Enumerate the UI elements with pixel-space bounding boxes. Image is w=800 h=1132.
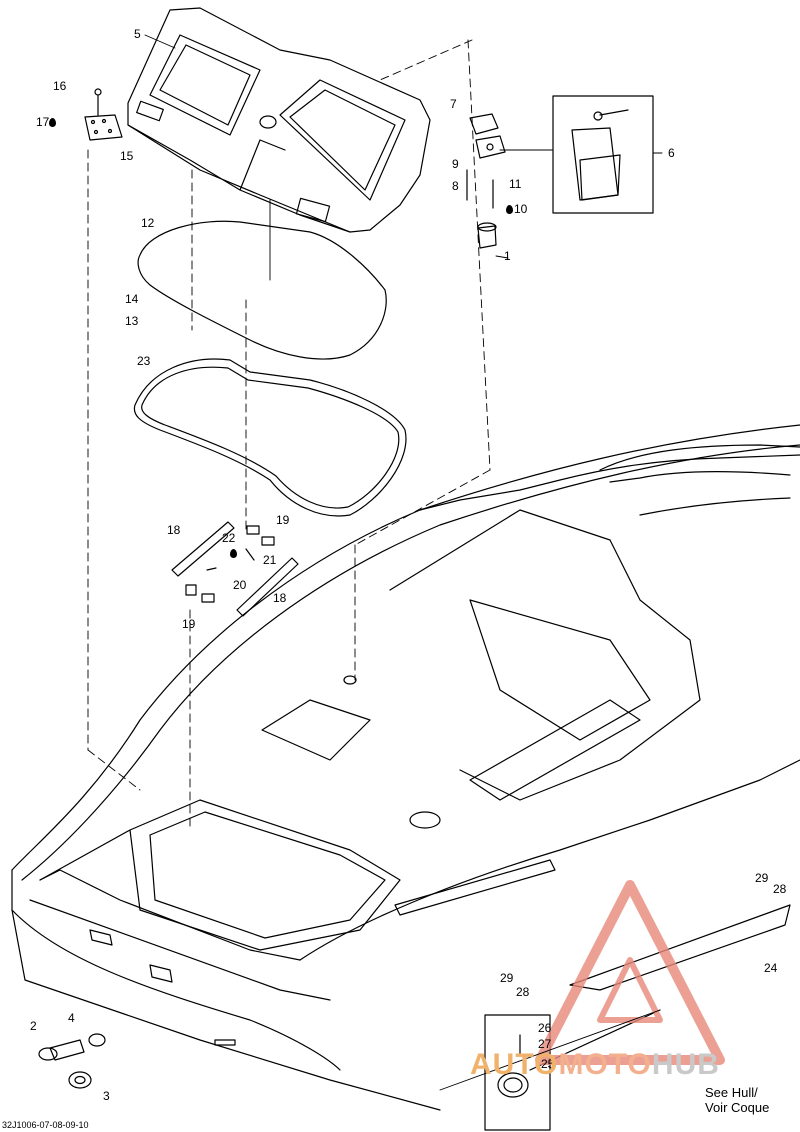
callout-15: 15 (120, 149, 134, 163)
callout-18-upper: 18 (167, 523, 181, 537)
callout-29-left: 29 (500, 971, 514, 985)
callout-13: 13 (125, 314, 139, 328)
callout-6: 6 (668, 146, 675, 160)
see-hull-note: See Hull/ Voir Coque (705, 1085, 769, 1115)
callout-24: 24 (764, 961, 778, 975)
gasket-part (133, 358, 407, 517)
callout-19-upper: 19 (276, 513, 290, 527)
see-hull-line1: See Hull/ (705, 1085, 758, 1100)
callout-8: 8 (452, 179, 459, 193)
callout-22-label: 22 (222, 531, 236, 545)
callout-1: 1 (504, 249, 511, 263)
callout-3: 3 (103, 1089, 110, 1103)
sealant-drop-icon (230, 549, 237, 558)
callout-10: 10 (506, 203, 527, 215)
callout-28-left: 28 (516, 985, 530, 999)
storage-tray-part (127, 7, 431, 233)
rail-hardware (171, 521, 299, 617)
callout-12: 12 (141, 216, 155, 230)
callout-11: 11 (509, 177, 522, 191)
sealant-drop-icon (49, 118, 57, 127)
callout-7: 7 (450, 97, 457, 111)
callout-18-lower: 18 (273, 591, 287, 605)
watermark-text: AUTOMOTOHUB (470, 1050, 720, 1080)
callout-23: 23 (137, 354, 151, 368)
tray-liner-part (137, 220, 387, 360)
callout-21: 21 (263, 553, 277, 567)
callout-4: 4 (68, 1011, 75, 1025)
callout-22: 22 (222, 532, 235, 544)
hull-body (11, 424, 800, 1111)
callout-5: 5 (134, 27, 141, 41)
callout-29-right: 29 (755, 871, 769, 885)
watermark-hub: HUB (651, 1048, 720, 1081)
callout-10-label: 10 (514, 202, 528, 216)
watermark-logo (535, 880, 725, 1065)
watermark-moto: MOTO (558, 1048, 652, 1081)
callout-9: 9 (452, 157, 459, 171)
callout-19-lower: 19 (182, 617, 196, 631)
callout-17-label: 17 (36, 115, 50, 129)
leader-lines (144, 34, 663, 1091)
watermark-auto: AUTO (470, 1048, 559, 1081)
callout-17: 17 (36, 116, 57, 128)
callout-2: 2 (30, 1019, 37, 1033)
sealant-drop-icon (506, 205, 513, 214)
callout-25: 25 (541, 1057, 555, 1071)
callout-26: 26 (538, 1021, 552, 1035)
callout-20: 20 (233, 578, 247, 592)
hinge-plate-part (84, 88, 123, 141)
reference-code: 32J1006-07-08-09-10 (2, 1120, 89, 1130)
see-hull-line2: Voir Coque (705, 1100, 770, 1115)
callout-27: 27 (538, 1037, 552, 1051)
callout-16: 16 (53, 79, 67, 93)
callout-14: 14 (125, 292, 139, 306)
assembly-guide-lines (87, 39, 491, 831)
latch-inset-box (552, 95, 654, 214)
callout-28-right: 28 (773, 882, 787, 896)
drain-plug-parts (38, 1033, 106, 1089)
latch-assembly (466, 113, 506, 249)
